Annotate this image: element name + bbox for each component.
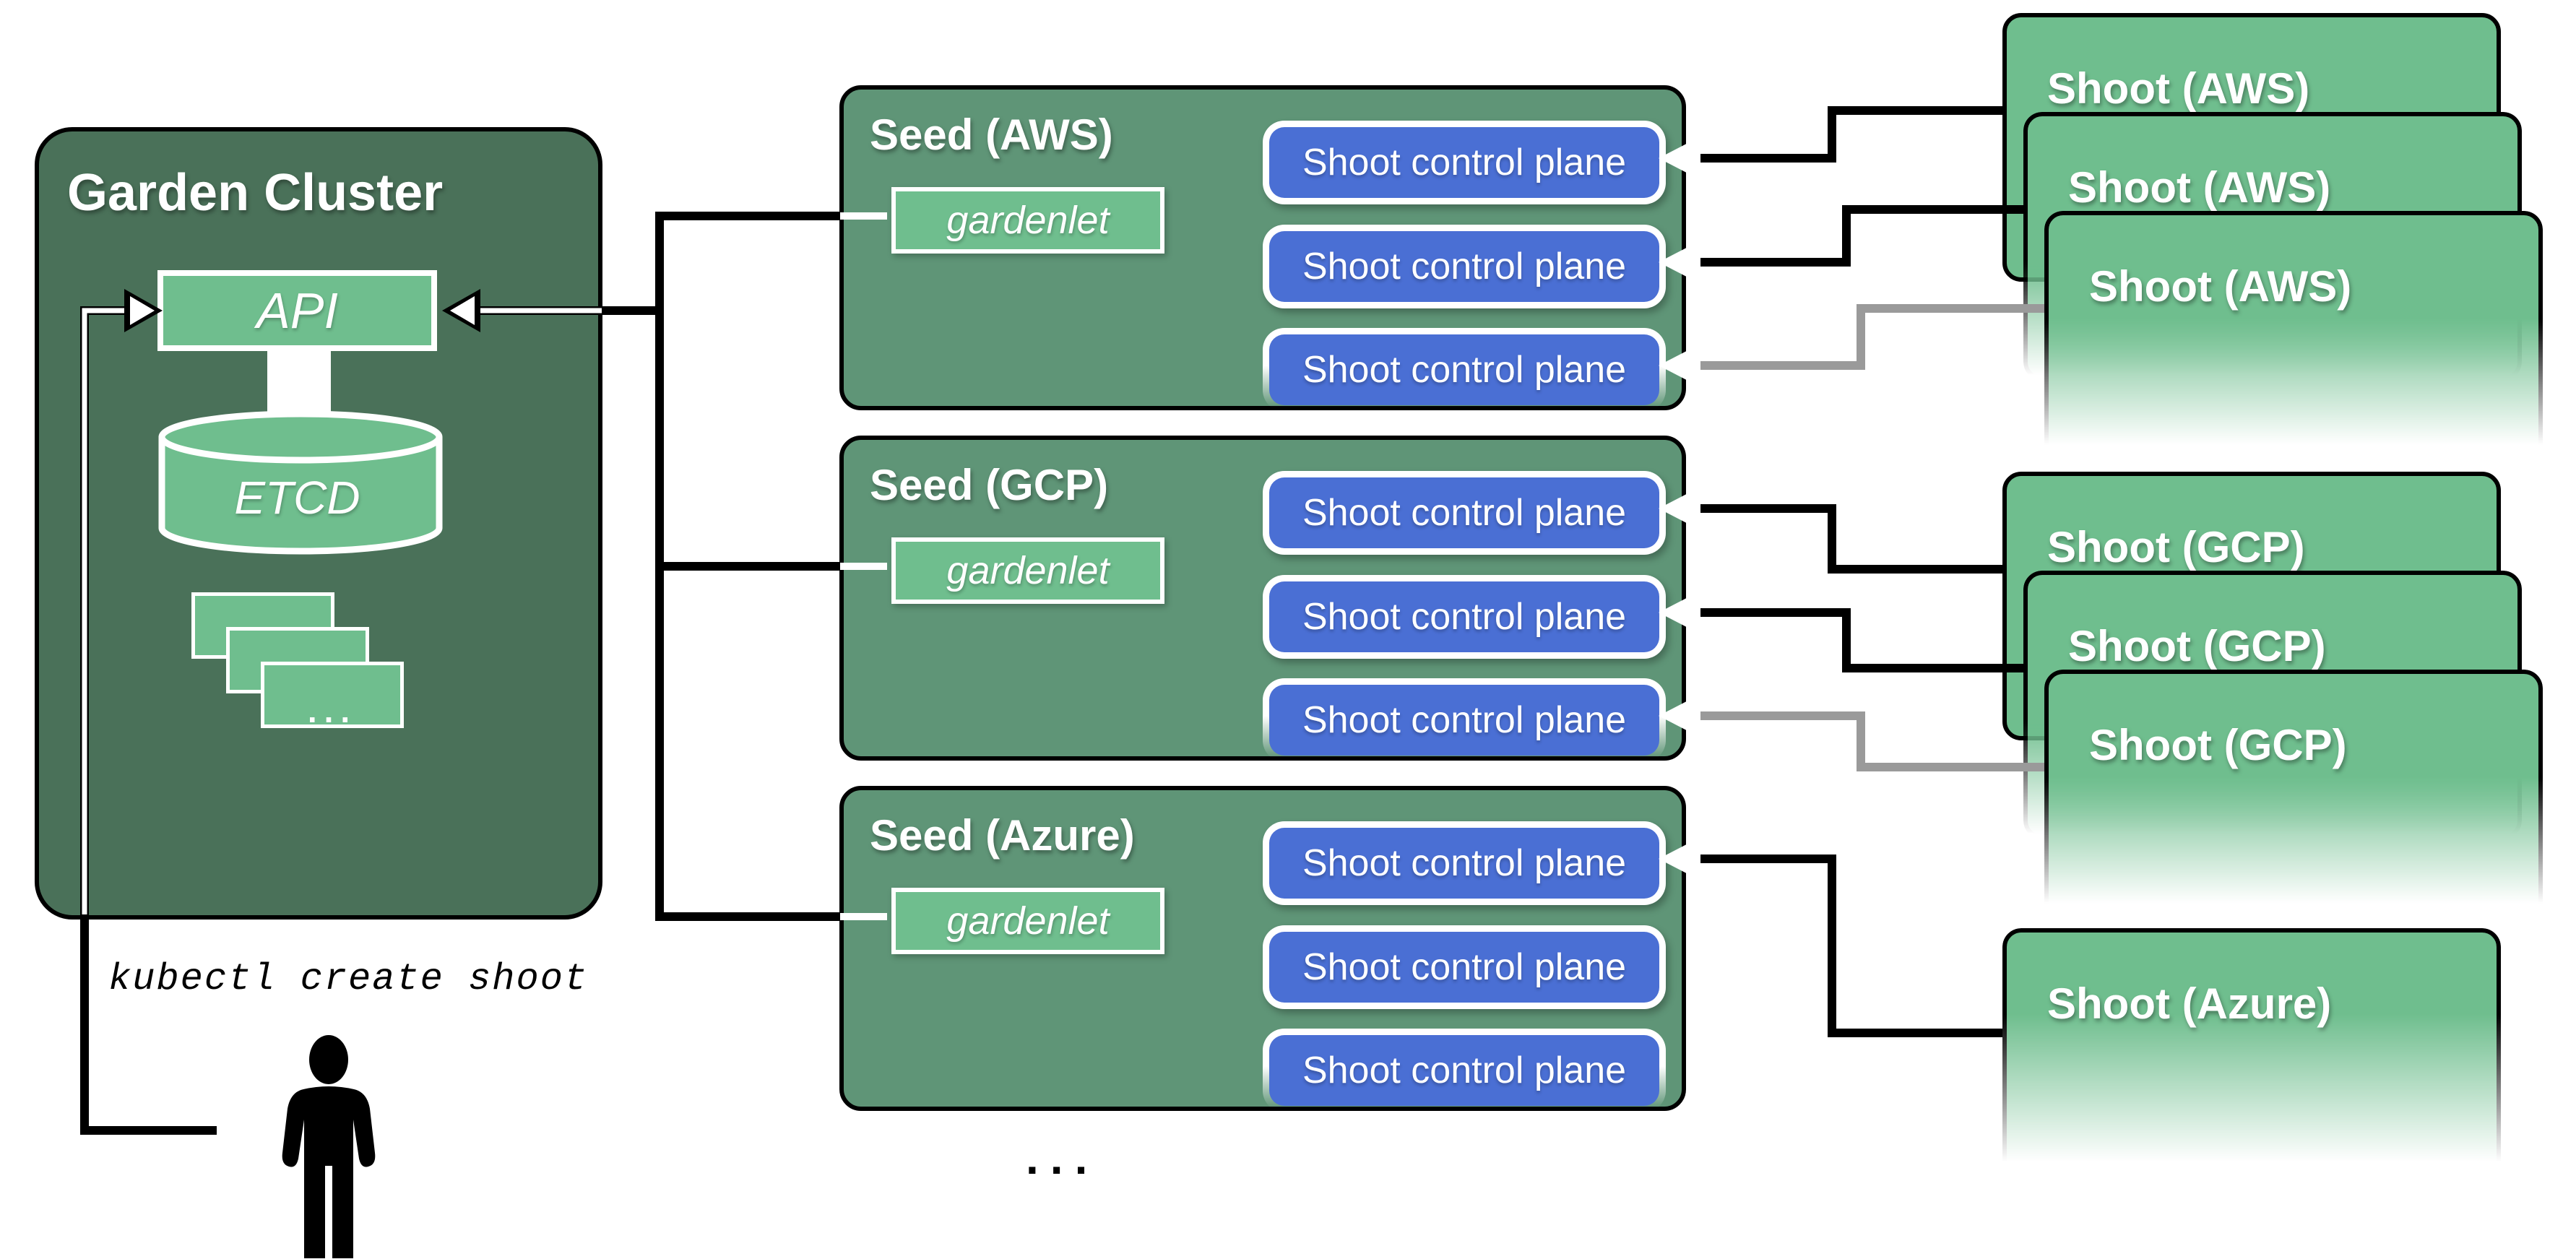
api-box: API (157, 270, 437, 351)
shoot-control-plane-label: Shoot control plane (1269, 477, 1659, 548)
api-label: API (256, 282, 338, 339)
shoot-control-plane-label: Shoot control plane (1269, 932, 1659, 1003)
gardenlet-label: gardenlet (946, 199, 1110, 242)
shoot-azure-title: Shoot (Azure) (2047, 979, 2332, 1028)
kubectl-command-text: kubectl create shoot (108, 958, 589, 1000)
shoot-link-gcp-1 (1683, 504, 2002, 574)
shoot-control-plane-box: Shoot control plane (1263, 925, 1666, 1009)
shoot-control-plane-box-faded: Shoot control plane (1263, 678, 1666, 762)
etcd-label: ETCD (234, 472, 360, 524)
shoot-gcp-title: Shoot (GCP) (2089, 721, 2347, 769)
shoot-gcp-title: Shoot (GCP) (2047, 523, 2305, 571)
shoot-link-gcp-2 (1683, 608, 2023, 672)
shoot-link-gcp-3-gray (1683, 711, 2044, 771)
gardenlet-box-aws: gardenlet (891, 187, 1164, 254)
shoot-control-plane-box: Shoot control plane (1263, 575, 1666, 659)
seed-gcp-title: Seed (GCP) (870, 461, 1109, 509)
shoot-gcp-box-3: Shoot (GCP) (2044, 670, 2543, 938)
shoot-aws-title: Shoot (AWS) (2089, 262, 2352, 311)
seed-aws-title: Seed (AWS) (870, 111, 1113, 159)
user-icon (282, 1035, 376, 1258)
shoot-control-plane-box: Shoot control plane (1263, 121, 1666, 204)
resource-card-front: ... (261, 662, 404, 728)
shoot-control-plane-label: Shoot control plane (1269, 334, 1659, 405)
gardenlet-box-gcp: gardenlet (891, 537, 1164, 604)
shoot-control-plane-box: Shoot control plane (1263, 225, 1666, 308)
gardenlet-label: gardenlet (946, 549, 1110, 592)
shoot-azure-box-1: Shoot (Azure) (2002, 928, 2501, 1197)
shoot-link-aws-1 (1683, 106, 2002, 163)
shoot-control-plane-box-faded: Shoot control plane (1263, 1029, 1666, 1112)
more-seeds-ellipsis: ... (1026, 1132, 1099, 1184)
seed-aws-box: Seed (AWS) gardenlet Shoot control plane… (839, 85, 1686, 412)
shoot-control-plane-label: Shoot control plane (1269, 127, 1659, 198)
resource-cards-ellipsis: ... (307, 692, 358, 730)
shoot-control-plane-label: Shoot control plane (1269, 231, 1659, 302)
shoot-control-plane-label: Shoot control plane (1269, 828, 1659, 899)
shoot-link-aws-2 (1683, 205, 2023, 267)
shoot-gcp-title: Shoot (GCP) (2068, 622, 2326, 670)
gardenlet-box-azure: gardenlet (891, 888, 1164, 954)
shoot-link-azure-1 (1683, 855, 2002, 1037)
shoot-aws-title: Shoot (AWS) (2047, 64, 2310, 113)
shoot-control-plane-box: Shoot control plane (1263, 821, 1666, 905)
shoot-control-plane-box: Shoot control plane (1263, 471, 1666, 555)
shoot-aws-title: Shoot (AWS) (2068, 163, 2331, 212)
seed-azure-box: Seed (Azure) gardenlet Shoot control pla… (839, 786, 1686, 1112)
gardenlet-label: gardenlet (946, 899, 1110, 943)
shoot-control-plane-label: Shoot control plane (1269, 685, 1659, 756)
shoot-control-plane-box-faded: Shoot control plane (1263, 328, 1666, 412)
shoot-control-plane-label: Shoot control plane (1269, 1035, 1659, 1106)
shoot-link-aws-3-gray (1683, 304, 2044, 370)
shoot-control-plane-label: Shoot control plane (1269, 581, 1659, 652)
seed-azure-title: Seed (Azure) (870, 811, 1135, 860)
seed-gcp-box: Seed (GCP) gardenlet Shoot control plane… (839, 436, 1686, 762)
garden-cluster-title: Garden Cluster (67, 164, 444, 222)
shoot-aws-box-3: Shoot (AWS) (2044, 211, 2543, 480)
